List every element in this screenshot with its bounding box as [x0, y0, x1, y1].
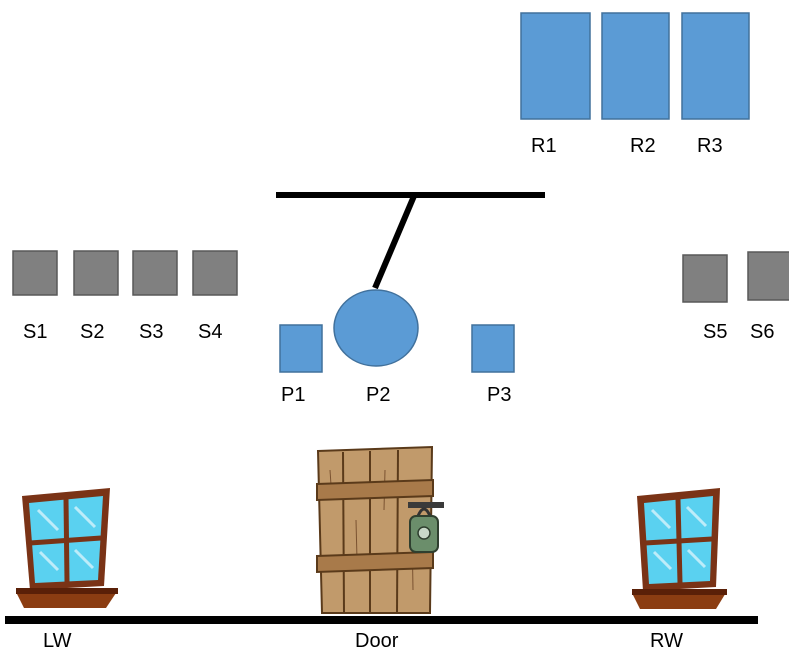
label-door: Door: [355, 630, 399, 651]
block-r1: [520, 12, 591, 120]
block-s6: [747, 251, 789, 301]
wooden-door-icon: [316, 445, 444, 614]
label-s5: S5: [703, 321, 727, 343]
block-r2: [601, 12, 670, 120]
window-icon: [16, 488, 118, 608]
window-icon: [632, 488, 727, 609]
label-lw: LW: [43, 630, 72, 651]
label-p2: P2: [366, 384, 390, 406]
padlock-icon: [409, 507, 439, 553]
block-s1: [12, 250, 58, 296]
block-s5: [682, 254, 728, 303]
block-s3: [132, 250, 178, 296]
label-r1: R1: [531, 135, 557, 157]
label-s3: S3: [139, 321, 163, 343]
block-s4: [192, 250, 238, 296]
block-p1: [279, 324, 323, 373]
label-s2: S2: [80, 321, 104, 343]
label-s4: S4: [198, 321, 222, 343]
label-p3: P3: [487, 384, 511, 406]
label-s1: S1: [23, 321, 47, 343]
block-r3: [681, 12, 750, 120]
label-rw: RW: [650, 630, 683, 651]
block-s2: [73, 250, 119, 296]
label-r3: R3: [697, 135, 723, 157]
block-p3: [471, 324, 515, 373]
label-r2: R2: [630, 135, 656, 157]
label-p1: P1: [281, 384, 305, 406]
pendulum-rod: [372, 194, 417, 290]
label-s6: S6: [750, 321, 774, 343]
block-p2: [333, 289, 419, 367]
